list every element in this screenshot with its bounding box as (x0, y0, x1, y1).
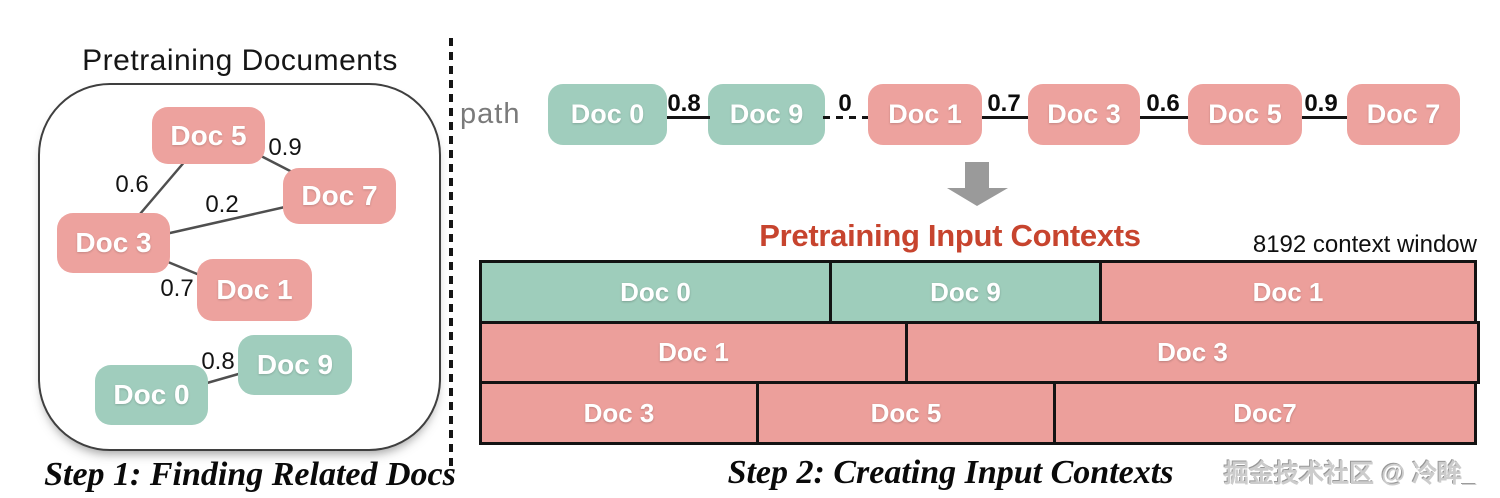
path-weight-0: 0.8 (667, 90, 701, 117)
path-weight-3: 0.6 (1146, 90, 1180, 117)
graph-node-doc5: Doc 5 (152, 107, 265, 164)
context-cell: Doc 0 (479, 260, 832, 324)
context-row-1: Doc 0 Doc 9 Doc 1 (479, 260, 1483, 324)
context-window-label: 8192 context window (1252, 231, 1477, 258)
path-connector (1302, 116, 1347, 119)
edge-weight-doc3-doc7: 0.2 (205, 191, 239, 218)
path-label: path (460, 98, 521, 130)
path-box-doc1: Doc 1 (868, 84, 982, 145)
step2-caption: Step 2: Creating Input Contexts (727, 454, 1174, 491)
path-connector (1140, 116, 1188, 119)
context-row-3: Doc 3 Doc 5 Doc7 (479, 381, 1483, 445)
edge-weight-doc3-doc1: 0.7 (160, 275, 194, 302)
context-cell: Doc 9 (829, 260, 1102, 324)
context-cell: Doc 3 (479, 381, 759, 445)
graph-node-doc9: Doc 9 (238, 335, 352, 395)
graph-node-doc7: Doc 7 (283, 168, 396, 224)
graph-node-doc1: Doc 1 (197, 259, 312, 321)
watermark: 掘金技术社区 @ 冷眸_ (1224, 460, 1477, 488)
graph-node-doc3: Doc 3 (57, 213, 170, 273)
context-cell: Doc 3 (905, 321, 1480, 384)
path-weight-4: 0.9 (1304, 90, 1338, 117)
path-box-doc0: Doc 0 (548, 84, 667, 145)
path-box-doc7: Doc 7 (1347, 84, 1460, 145)
graph-node-doc0: Doc 0 (95, 365, 208, 425)
section-divider (449, 38, 453, 470)
path-box-doc9: Doc 9 (708, 84, 825, 145)
step1-caption: Step 1: Finding Related Docs (44, 456, 456, 493)
path-connector (982, 116, 1028, 119)
path-box-doc5: Doc 5 (1188, 84, 1302, 145)
context-cell: Doc 1 (1098, 260, 1477, 324)
edge-weight-doc5-doc7: 0.9 (268, 134, 302, 161)
path-weight-1: 0 (838, 90, 852, 117)
context-cell: Doc 1 (479, 321, 908, 384)
pretraining-input-contexts-title: Pretraining Input Contexts (759, 218, 1141, 253)
context-row-2: Doc 1 Doc 3 (479, 321, 1483, 384)
path-connector-dashed (823, 116, 868, 119)
path-weight-2: 0.7 (987, 90, 1021, 117)
context-cell: Doc 5 (756, 381, 1056, 445)
path-connector (667, 116, 710, 119)
edge-weight-doc3-doc5: 0.6 (115, 171, 149, 198)
edge-weight-doc0-doc9: 0.8 (201, 348, 235, 375)
context-cell: Doc7 (1052, 381, 1477, 445)
pretraining-documents-title: Pretraining Documents (82, 44, 398, 77)
path-box-doc3: Doc 3 (1028, 84, 1140, 145)
input-contexts-table: Doc 0 Doc 9 Doc 1 Doc 1 Doc 3 Doc 3 Doc … (479, 260, 1483, 445)
